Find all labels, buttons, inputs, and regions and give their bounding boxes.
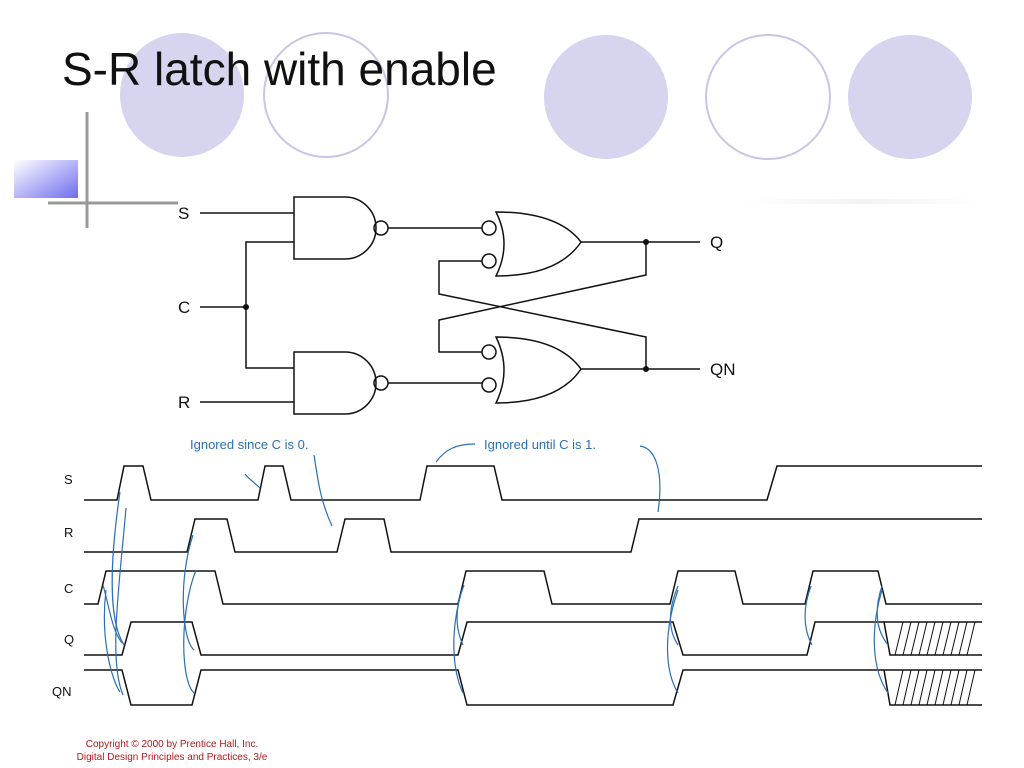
wire-feedback-q-to-or2 [438, 242, 647, 353]
copyright-notice: Copyright © 2000 by Prentice Hall, Inc. … [22, 738, 322, 764]
deco-faint-bar [742, 199, 982, 204]
deco-circle-outline-2 [705, 34, 831, 160]
nand-gate-lower [293, 351, 377, 415]
junction-c [243, 304, 249, 310]
slide-title: S-R latch with enable [62, 43, 497, 95]
timing-label-c: C [64, 581, 73, 596]
deco-gradient-square [14, 160, 78, 198]
circuit-label-q: Q [710, 233, 723, 252]
waveform-qn-high-path [84, 669, 982, 706]
nand-gate-upper [293, 196, 377, 260]
deco-circle-filled-1 [120, 33, 244, 157]
junction-qn [643, 366, 649, 372]
or-gate-upper-bubble-1 [481, 220, 497, 236]
or-gate-upper [494, 211, 582, 277]
waveform-s [84, 465, 982, 501]
or-gate-lower [494, 336, 582, 404]
waveform-r [84, 518, 982, 553]
wire-feedback-qn-to-or1 [438, 260, 647, 369]
deco-circle-filled-3 [848, 35, 972, 159]
causality-arrows [102, 443, 889, 696]
circuit-label-s: S [178, 204, 189, 223]
unknown-state-hatching [894, 621, 976, 706]
deco-circle-outline-1 [263, 32, 389, 158]
circuit-label-r: R [178, 393, 190, 412]
copyright-line-2: Digital Design Principles and Practices,… [76, 752, 268, 763]
waveform-c [84, 570, 982, 605]
timing-label-r: R [64, 525, 73, 540]
timing-label-q: Q [64, 632, 74, 647]
deco-circle-filled-2 [544, 35, 668, 159]
timing-label-s: S [64, 472, 73, 487]
or-gate-lower-bubble-2 [481, 377, 497, 393]
junction-q [643, 239, 649, 245]
annotation-ignored-c0: Ignored since C is 0. [190, 437, 309, 452]
timing-label-qn: QN [52, 684, 72, 699]
copyright-line-1: Copyright © 2000 by Prentice Hall, Inc. [85, 739, 259, 750]
circuit-label-c: C [178, 298, 190, 317]
annotation-ignored-until-c1: Ignored until C is 1. [484, 437, 596, 452]
circuit-label-qn: QN [710, 360, 736, 379]
waveform-q-low-path [84, 621, 982, 656]
